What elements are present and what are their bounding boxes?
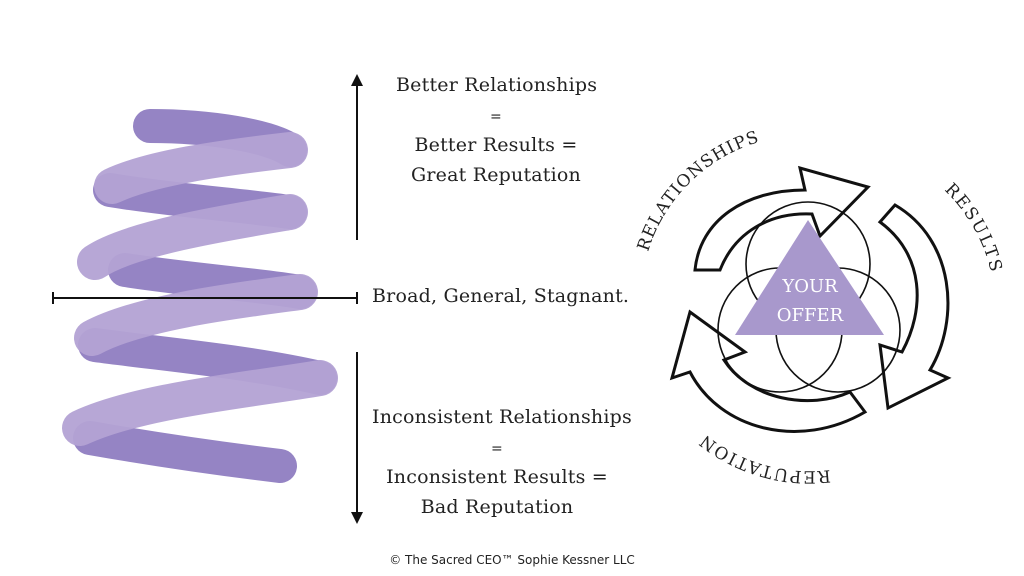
cycle-arrow-right [877, 203, 952, 411]
bottom-line-2: = [491, 441, 503, 457]
cycle-arrow-bottom [669, 309, 868, 433]
offer-triangle [735, 220, 884, 335]
top-line-2: = [490, 109, 502, 125]
cycle-arrow-top [693, 165, 871, 272]
top-line-1: Better Relationships [396, 74, 598, 96]
svg-text:RELATIONSHIPS: RELATIONSHIPS [634, 127, 762, 254]
label-reputation: REPUTATION [695, 430, 829, 487]
svg-text:REPUTATION: REPUTATION [695, 430, 831, 487]
coil-front-strokes [62, 132, 338, 446]
middle-label: Broad, General, Stagnant. [372, 285, 630, 307]
bottom-line-3: Inconsistent Results = [386, 466, 608, 488]
top-line-4: Great Reputation [410, 164, 581, 186]
offer-line-1: YOUR [781, 276, 838, 297]
footer-copyright: © The Sacred CEO™ Sophie Kessner LLC [389, 553, 635, 567]
label-relationships: RELATIONSHIPS [634, 127, 761, 254]
bottom-line-4: Bad Reputation [420, 496, 574, 518]
bottom-line-1: Inconsistent Relationships [372, 406, 632, 428]
svg-text:RESULTS: RESULTS [940, 179, 1006, 275]
offer-line-2: OFFER [777, 305, 844, 326]
label-results: RESULTS [940, 179, 1004, 275]
top-line-3: Better Results = [414, 134, 578, 156]
